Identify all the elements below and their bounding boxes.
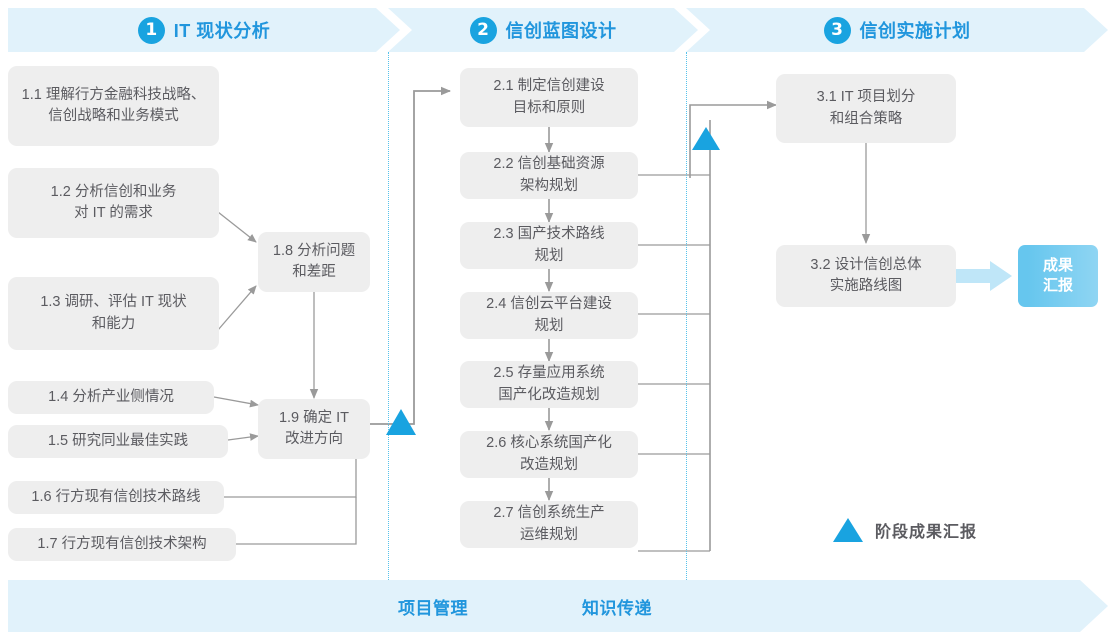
task-box-2-1[interactable]: 2.1 制定信创建设 目标和原则 [460, 68, 638, 127]
phase-1-number: 1 [137, 16, 165, 44]
task-box-2-5[interactable]: 2.5 存量应用系统 国产化改造规划 [460, 361, 638, 408]
bottom-label-project-management: 项目管理 [398, 598, 468, 618]
phase-separator-right [686, 52, 687, 582]
task-box-1-7[interactable]: 1.7 行方现有信创技术架构 [8, 528, 236, 561]
task-box-1-3[interactable]: 1.3 调研、评估 IT 现状 和能力 [8, 277, 219, 350]
phase-band-3: 3 信创实施计划 [686, 8, 1108, 52]
phase-separator-left [388, 52, 389, 582]
phase-3-number: 3 [823, 16, 851, 44]
phase-band-2-shape [388, 8, 698, 52]
phase-1-title: IT 现状分析 [173, 21, 271, 41]
task-box-2-3[interactable]: 2.3 国产技术路线 规划 [460, 222, 638, 269]
phase-band-1: 1 IT 现状分析 [8, 8, 400, 52]
phase-2-number: 2 [469, 16, 497, 44]
milestone-triangle-phase2 [692, 127, 720, 150]
bottom-band-labels: 项目管理 知识传递 [398, 580, 728, 632]
task-box-1-9[interactable]: 1.9 确定 IT 改进方向 [258, 399, 370, 459]
result-report-chip[interactable]: 成果 汇报 [1018, 245, 1098, 307]
task-box-1-6[interactable]: 1.6 行方现有信创技术路线 [8, 481, 224, 514]
phase-band-1-shape [8, 8, 400, 52]
milestone-triangle-phase1 [386, 409, 416, 435]
task-box-1-2[interactable]: 1.2 分析信创和业务 对 IT 的需求 [8, 168, 219, 238]
bottom-label-knowledge-transfer: 知识传递 [582, 598, 652, 618]
task-box-3-1[interactable]: 3.1 IT 项目划分 和组合策略 [776, 74, 956, 143]
task-box-2-2[interactable]: 2.2 信创基础资源 架构规划 [460, 152, 638, 199]
task-box-1-1[interactable]: 1.1 理解行方金融科技战略、 信创战略和业务模式 [8, 66, 219, 146]
task-box-2-7[interactable]: 2.7 信创系统生产 运维规划 [460, 501, 638, 548]
task-box-2-6[interactable]: 2.6 核心系统国产化 改造规划 [460, 431, 638, 478]
legend-label: 阶段成果汇报 [875, 524, 978, 541]
task-box-3-2[interactable]: 3.2 设计信创总体 实施路线图 [776, 245, 956, 307]
task-box-1-5[interactable]: 1.5 研究同业最佳实践 [8, 425, 228, 458]
phase-band-3-shape [686, 8, 1108, 52]
task-box-1-4[interactable]: 1.4 分析产业侧情况 [8, 381, 214, 414]
phase-band-2: 2 信创蓝图设计 [388, 8, 698, 52]
task-box-1-8[interactable]: 1.8 分析问题 和差距 [258, 232, 370, 292]
legend: 阶段成果汇报 [833, 518, 977, 542]
task-box-2-4[interactable]: 2.4 信创云平台建设 规划 [460, 292, 638, 339]
phase-2-title: 信创蓝图设计 [505, 21, 617, 41]
bottom-band-shape [8, 580, 1108, 632]
milestone-triangle-icon [833, 518, 863, 542]
phase-3-title: 信创实施计划 [859, 21, 971, 41]
